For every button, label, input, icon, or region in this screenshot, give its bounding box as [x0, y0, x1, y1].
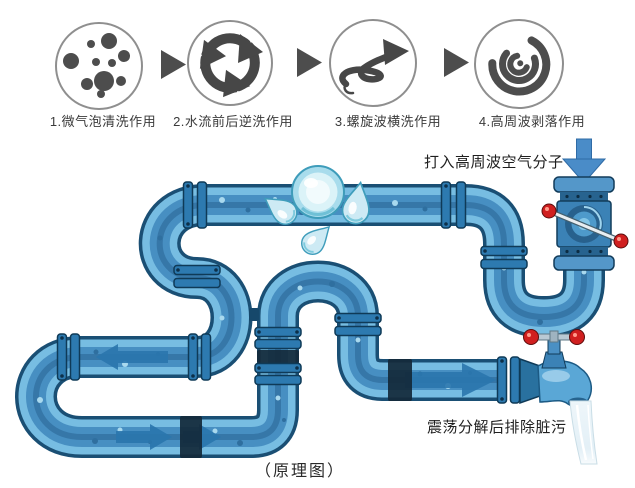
- faucet: [519, 329, 598, 465]
- pipe-bubbles: [37, 197, 587, 446]
- droplet: [257, 188, 303, 230]
- forward-backward-flow-icon: [187, 20, 273, 106]
- flow-arrow-left: [96, 344, 168, 370]
- drain-label: 震荡分解后排除脏污: [427, 419, 567, 436]
- step-arrow-icon: [161, 50, 186, 79]
- diagram-caption: （原理图）: [254, 463, 346, 480]
- step-3-label: 3.螺旋波横洗作用: [334, 114, 442, 129]
- faucet-handle: [523, 329, 585, 345]
- droplet: [339, 179, 375, 227]
- faucet-taper: [519, 357, 541, 405]
- high-frequency-vortex-icon: [474, 19, 564, 109]
- step-2-label: 2.水流前后逆洗作用: [173, 114, 293, 129]
- air-valve: [541, 138, 629, 271]
- water-stream: [569, 400, 598, 465]
- large-droplet: [291, 165, 345, 219]
- step-1-label: 1.微气泡清洗作用: [49, 114, 157, 129]
- flow-arrow-right: [116, 424, 172, 450]
- flange-bolts: [60, 184, 605, 401]
- valve-bolt-row: [560, 247, 608, 256]
- valve-bottom-cap: [553, 255, 615, 271]
- step-arrow-icon: [297, 48, 322, 77]
- micro-bubbles-icon: [55, 22, 143, 110]
- dark-couplings: [180, 350, 412, 458]
- step-4-label: 4.高周波剥落作用: [478, 114, 586, 129]
- process-icons-row: [55, 19, 564, 110]
- water-droplets: [257, 165, 375, 260]
- flow-arrow-right-large: [405, 363, 496, 397]
- step-arrow-icon: [444, 48, 469, 77]
- air-inlet-label: 打入高周波空气分子: [424, 154, 564, 171]
- valve-top-cap: [553, 176, 615, 193]
- pipe-clamp: [249, 308, 259, 321]
- droplet: [296, 218, 338, 260]
- valve-handle: [541, 203, 629, 249]
- faucet-collar: [541, 351, 567, 369]
- air-inlet-arrow-icon: [561, 138, 607, 184]
- spiral-wave-icon: [329, 19, 417, 107]
- pipe-network: [15, 181, 608, 458]
- pipe-core-line: [33, 202, 587, 440]
- valve-bolt-row: [560, 192, 608, 201]
